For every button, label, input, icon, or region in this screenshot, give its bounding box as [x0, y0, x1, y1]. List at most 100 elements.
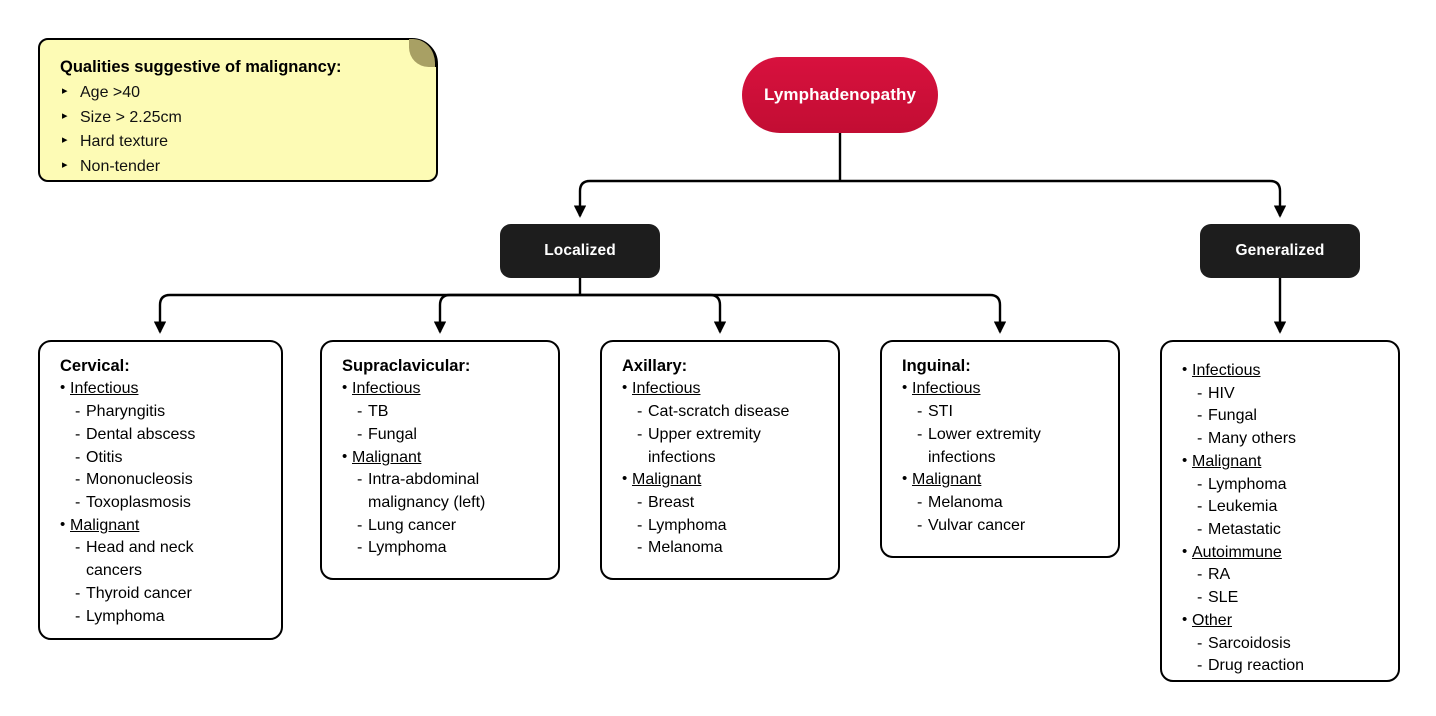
category-group-header: •Malignant: [60, 515, 269, 538]
box-cervical: Cervical: •Infectious-Pharyngitis-Dental…: [38, 340, 283, 640]
list-item: -Cat-scratch disease: [622, 401, 826, 424]
category-group-label: Other: [1192, 611, 1233, 629]
category-group-header: •Infectious: [342, 378, 546, 401]
category-group-header: •Autoimmune: [1182, 542, 1386, 565]
box-title: Inguinal:: [902, 357, 971, 375]
list-item-label: Pharyngitis: [86, 403, 166, 421]
list-item: -Fungal: [342, 424, 546, 447]
list-item-label: Sarcoidosis: [1208, 634, 1291, 652]
group-list: •Infectious-HIV-Fungal-Many others•Malig…: [1182, 360, 1386, 678]
list-item-label: RA: [1208, 566, 1231, 584]
list-item: -Upper extremity: [622, 424, 826, 447]
list-item: -Drug reaction: [1182, 655, 1386, 678]
category-group-label: Infectious: [1192, 362, 1261, 379]
dash-icon: -: [637, 494, 643, 512]
bullet-icon: •: [60, 379, 66, 397]
list-item-label: Melanoma: [648, 539, 723, 557]
bullet-icon: •: [1182, 361, 1188, 378]
list-item-label: Head and neck: [86, 539, 194, 557]
dash-icon: -: [75, 494, 81, 512]
list-item-label: Cat-scratch disease: [648, 403, 790, 421]
list-item: -Thyroid cancer: [60, 583, 269, 606]
bullet-icon: •: [1182, 610, 1188, 628]
list-item-label: Age >40: [80, 84, 141, 102]
category-group: •Malignant -Melanoma-Vulvar cancer: [902, 469, 1106, 537]
list-item-label: Hard texture: [80, 133, 169, 151]
dash-icon: -: [1197, 657, 1203, 675]
list-item-label: Melanoma: [928, 494, 1003, 512]
dash-icon: -: [917, 403, 923, 421]
dash-icon: -: [1197, 521, 1203, 539]
list-item: -SLE: [1182, 587, 1386, 610]
node-generalized: Generalized: [1200, 224, 1360, 278]
list-item-label: STI: [928, 403, 953, 421]
list-item: -Lung cancer: [342, 515, 546, 538]
node-lymphadenopathy: Lymphadenopathy: [742, 57, 938, 133]
dash-icon: -: [357, 471, 363, 489]
category-group-header: •Malignant: [1182, 451, 1386, 474]
list-item: -Otitis: [60, 447, 269, 470]
dash-icon: -: [917, 494, 923, 512]
category-group: •Infectious-Cat-scratch disease-Upper ex…: [622, 378, 826, 469]
box-title: Cervical:: [60, 357, 130, 375]
group-list: •Infectious-Cat-scratch disease-Upper ex…: [622, 378, 826, 560]
list-item-continuation: infections: [928, 448, 996, 466]
bullet-icon: •: [902, 379, 908, 397]
list-item: -HIV: [1182, 383, 1386, 406]
triangle-bullet-icon: ▸: [62, 109, 68, 122]
category-group-label: Malignant: [912, 471, 982, 489]
list-item-label: Upper extremity: [648, 425, 761, 443]
category-group-header: •Infectious: [60, 378, 269, 401]
dash-icon: -: [357, 425, 363, 443]
category-group: •Autoimmune-RA-SLE: [1182, 542, 1386, 610]
list-item-label: Lower extremity: [928, 425, 1041, 443]
category-group-header: •Infectious: [902, 378, 1106, 401]
list-item-label: Lymphoma: [1208, 475, 1287, 493]
group-list: •Infectious-Pharyngitis-Dental abscess-O…: [60, 378, 269, 628]
list-item-label: Non-tender: [80, 157, 161, 175]
dash-icon: -: [357, 539, 363, 557]
dash-icon: -: [917, 425, 923, 443]
list-item-label: Metastatic: [1208, 521, 1281, 539]
category-group: •Infectious-HIV-Fungal-Many others: [1182, 360, 1386, 451]
list-item-label: Fungal: [368, 425, 417, 443]
category-group: •Other -Sarcoidosis -Drug reaction: [1182, 610, 1386, 678]
list-item: -Lymphoma: [342, 537, 546, 560]
category-group-label: Malignant: [632, 471, 702, 489]
category-group-label: Infectious: [352, 380, 421, 398]
dash-icon: -: [1197, 430, 1203, 448]
bullet-icon: •: [60, 515, 66, 533]
list-item-continuation: malignancy (left): [368, 494, 486, 512]
category-group-label: Malignant: [70, 516, 140, 534]
list-item: -TB: [342, 401, 546, 424]
dash-icon: -: [75, 448, 81, 466]
list-item-label: Mononucleosis: [86, 471, 193, 489]
list-item: -Breast: [622, 492, 826, 515]
dash-icon: -: [637, 403, 643, 421]
category-group-header: •Infectious: [1182, 360, 1386, 383]
dash-icon: -: [75, 403, 81, 421]
triangle-bullet-icon: ▸: [62, 85, 68, 98]
category-group-label: Malignant: [1192, 452, 1262, 470]
dash-icon: -: [75, 425, 81, 443]
bullet-icon: •: [622, 379, 628, 397]
list-item: -Lymphoma: [1182, 474, 1386, 497]
list-item-label: Drug reaction: [1208, 657, 1305, 675]
list-item: -Metastatic: [1182, 519, 1386, 542]
list-item-label: Leukemia: [1208, 498, 1278, 516]
list-item-label: Lymphoma: [368, 539, 447, 557]
list-item: -Melanoma: [902, 492, 1106, 515]
list-item: -Lower extremity: [902, 424, 1106, 447]
list-item-label: Vulvar cancer: [928, 516, 1026, 534]
list-item: -Lymphoma: [622, 515, 826, 538]
triangle-bullet-icon: ▸: [62, 158, 68, 171]
bullet-icon: •: [902, 470, 908, 488]
list-item-label: Lung cancer: [368, 516, 457, 534]
list-item: -Dental abscess: [60, 424, 269, 447]
dash-icon: -: [917, 516, 923, 534]
list-item-label: Many others: [1208, 430, 1297, 448]
list-item: ▸ Hard texture: [60, 130, 418, 154]
dash-icon: -: [75, 471, 81, 489]
